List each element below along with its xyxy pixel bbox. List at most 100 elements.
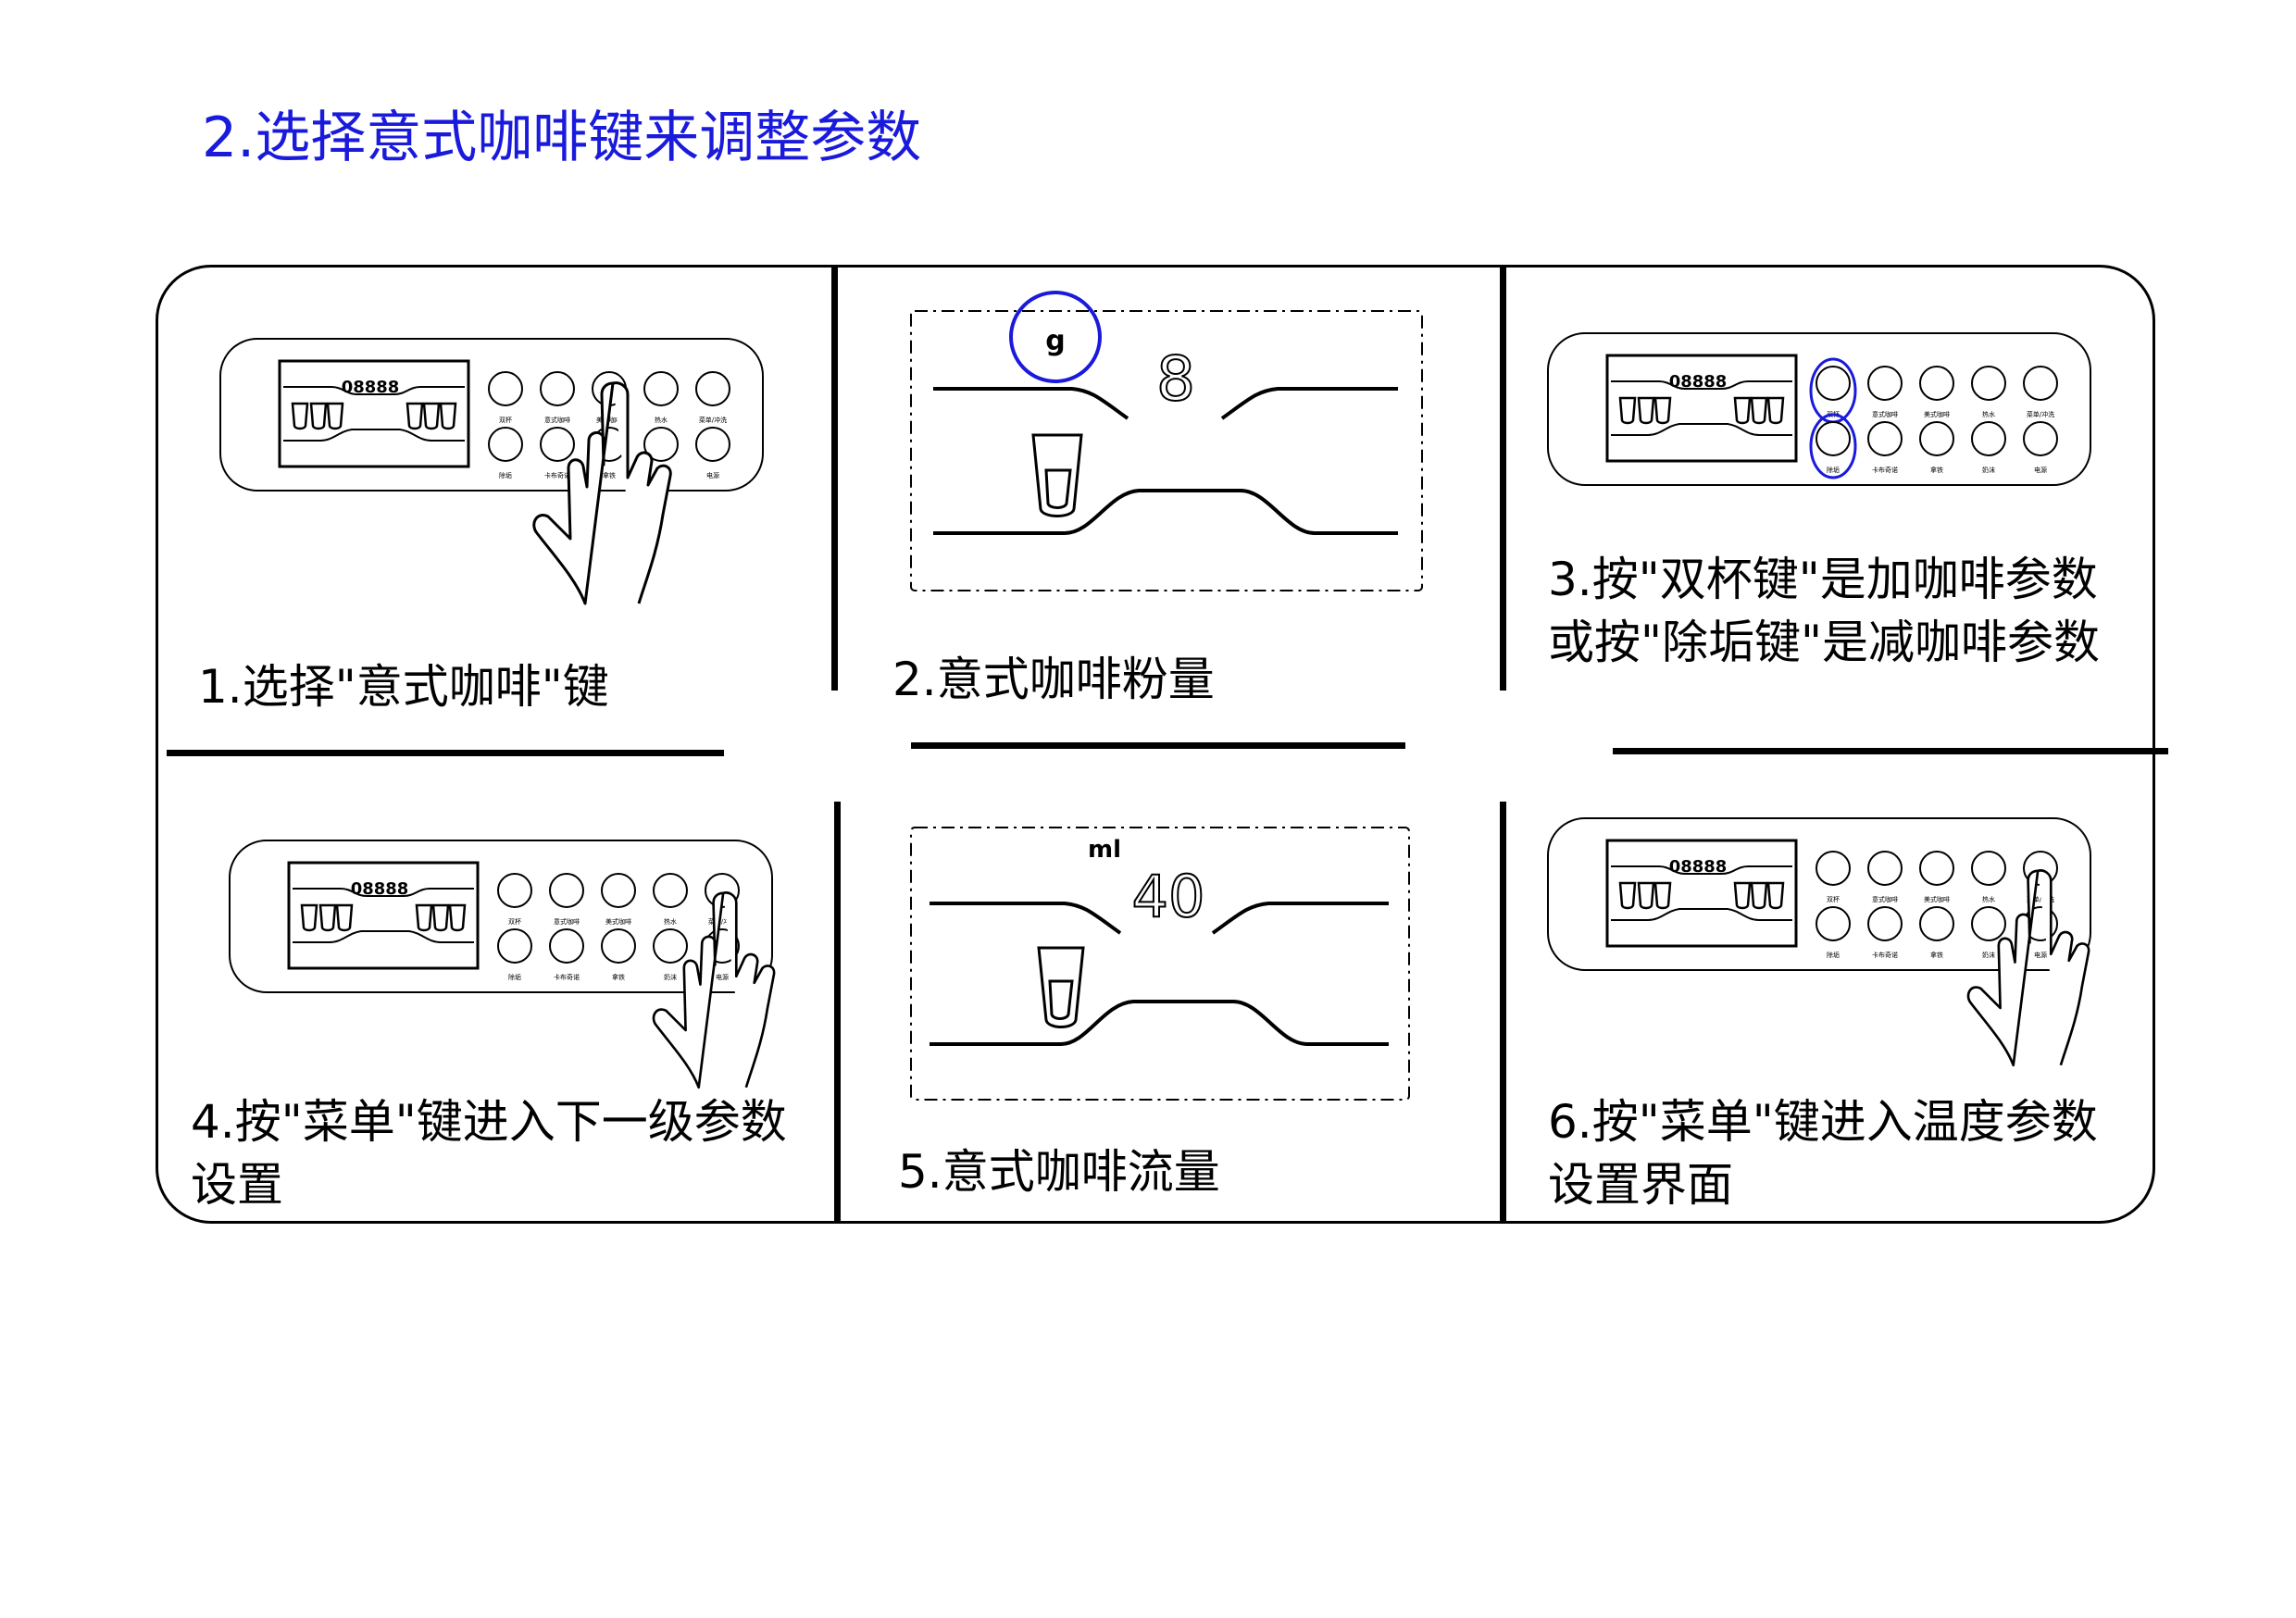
panel-button-bottom-5[interactable]: 电源 [695,427,730,479]
caption-line: 6.按"菜单"键进入温度参数 [1548,1095,2098,1149]
panel-button-bottom-3[interactable]: 拿铁 [601,928,636,981]
panel-button-label: 意式咖啡 [554,917,580,926]
panel-button-label: 除垢 [508,973,521,981]
divider-vertical-1-top [831,265,838,691]
panel-button-top-1[interactable]: 双杯 [1816,851,1851,903]
panel-button-label: 意式咖啡 [544,416,570,424]
single-cup-icon [1618,881,1672,910]
single-cup-icon [300,903,354,932]
panel-button-label: 电源 [2034,951,2047,959]
panel-button-top-4[interactable]: 热水 [653,873,688,926]
panel-button-label: 双杯 [508,917,521,926]
panel-button-label: 双杯 [1827,895,1840,903]
panel-button-bottom-2[interactable]: 卡布奇诺 [549,928,584,981]
panel-button-top-4[interactable]: 热水 [1971,366,2006,418]
panel-button-label: 拿铁 [1930,466,1943,474]
control-panel: 08888 双杯 意式咖啡美式咖啡 热水 菜单/冲洗除垢 卡布奇诺 拿铁 奶沫电源 [1547,817,2091,971]
step-caption: 3.按"双杯键"是加咖啡参数 或按"除垢键"是减咖啡参数 [1548,548,2100,674]
panel-button-bottom-3[interactable]: 拿铁 [1919,421,1954,474]
lcd-digits: 08888 [351,879,409,899]
lcd-screen: 08888 [278,359,470,468]
panel-button-top-1[interactable]: 双杯 [497,873,532,926]
caption-line: 或按"除垢键"是减咖啡参数 [1548,616,2100,669]
caption-line: 设置 [191,1158,283,1212]
divider-vertical-2-top [1500,265,1506,691]
panel-button-top-2[interactable]: 意式咖啡 [549,873,584,926]
panel-button-top-4[interactable]: 热水 [1971,851,2006,903]
steps-frame [156,265,2155,1224]
lcd-screen: 08888 [287,861,480,970]
panel-button-label: 电源 [2034,466,2047,474]
value-readout: 8 [1156,343,1195,415]
hand-pointer-icon [652,891,776,1089]
divider-horizontal-2 [911,742,1405,749]
caption-line: 2.意式咖啡粉量 [892,653,1215,706]
button-highlight-ring [1809,413,1857,479]
lcd-screen: 08888 [1605,354,1798,463]
caption-line: 1.选择"意式咖啡"键 [198,660,609,714]
panel-button-label: 拿铁 [1930,951,1943,959]
caption-line: 4.按"菜单"键进入下一级参数 [191,1095,787,1149]
panel-button-top-3[interactable]: 美式咖啡 [601,873,636,926]
panel-button-bottom-1[interactable]: 除垢 [497,928,532,981]
value-readout: 40 [1132,863,1205,930]
hand-pointer-icon [1966,869,2090,1067]
panel-button-bottom-1[interactable]: 除垢 [1816,906,1851,959]
cup-icon [1037,946,1085,1028]
panel-button-label: 菜单/冲洗 [699,416,727,424]
panel-button-top-2[interactable]: 意式咖啡 [1867,851,1903,903]
panel-button-label: 卡布奇诺 [1872,951,1898,959]
panel-button-label: 奶沫 [664,973,677,981]
panel-button-label: 美式咖啡 [605,917,631,926]
step-caption: 6.按"菜单"键进入温度参数 设置界面 [1548,1090,2098,1216]
divider-horizontal-1 [167,750,724,756]
panel-button-bottom-2[interactable]: 卡布奇诺 [540,427,575,479]
panel-button-bottom-3[interactable]: 拿铁 [1919,906,1954,959]
panel-button-bottom-1[interactable]: 除垢 [488,427,523,479]
panel-button-top-2[interactable]: 意式咖啡 [540,371,575,424]
panel-button-label: 除垢 [499,471,512,479]
panel-button-bottom-4[interactable]: 奶沫 [1971,421,2006,474]
panel-button-label: 双杯 [499,416,512,424]
panel-button-bottom-1[interactable]: 除垢 [1809,413,1857,479]
panel-button-label: 除垢 [1827,951,1840,959]
divider-vertical-1-bottom [834,802,841,1224]
panel-button-top-1[interactable]: 双杯 [1809,357,1857,424]
panel-button-top-5[interactable]: 菜单/冲洗 [695,371,730,424]
panel-button-label: 美式咖啡 [1924,895,1950,903]
control-panel: 08888双杯意式咖啡美式咖啡热水菜单/冲洗除垢卡布奇诺拿铁奶沫电源 [229,840,773,993]
double-cup-icon [415,903,467,932]
caption-line: 3.按"双杯键"是加咖啡参数 [1548,553,2098,606]
lcd-display: g 8 [910,291,1423,591]
panel-button-label: 菜单/冲洗 [2027,410,2054,418]
panel-button-bottom-2[interactable]: 卡布奇诺 [1867,906,1903,959]
panel-button-top-3[interactable]: 美式咖啡 [1919,366,1954,418]
panel-button-bottom-2[interactable]: 卡布奇诺 [1867,421,1903,474]
single-cup-icon [1618,396,1672,425]
panel-button-bottom-4[interactable]: 奶沫 [653,928,688,981]
panel-button-label: 热水 [664,917,677,926]
unit-label: ml [1088,836,1121,864]
lcd-digits: 08888 [1669,857,1728,877]
step-caption: 1.选择"意式咖啡"键 [198,655,609,718]
panel-button-top-4[interactable]: 热水 [643,371,679,424]
panel-button-top-1[interactable]: 双杯 [488,371,523,424]
lcd-digits: 08888 [1669,372,1728,392]
panel-button-label: 除垢 [1827,466,1840,474]
panel-button-bottom-4[interactable]: 奶沫 [1971,906,2006,959]
hand-pointer-icon [532,381,672,605]
panel-button-label: 电源 [706,471,719,479]
control-panel: 08888 双杯意式咖啡美式咖啡热水菜单/冲洗除垢 卡布奇诺拿铁 奶沫 电源 [1547,332,2091,486]
divider-vertical-2-bottom [1500,802,1506,1224]
panel-button-label: 拿铁 [603,471,616,479]
panel-button-label: 热水 [1982,895,1995,903]
panel-button-label: 菜单/冲洗 [2027,895,2054,903]
divider-horizontal-3 [1613,748,2168,754]
panel-button-label: 奶沫 [1982,466,1995,474]
panel-button-top-2[interactable]: 意式咖啡 [1867,366,1903,418]
lcd-screen: 08888 [1605,839,1798,948]
panel-button-bottom-5[interactable]: 电源 [2023,421,2058,474]
panel-button-top-3[interactable]: 美式咖啡 [1919,851,1954,903]
panel-button-top-5[interactable]: 菜单/冲洗 [2023,366,2058,418]
double-cup-icon [1733,881,1785,910]
